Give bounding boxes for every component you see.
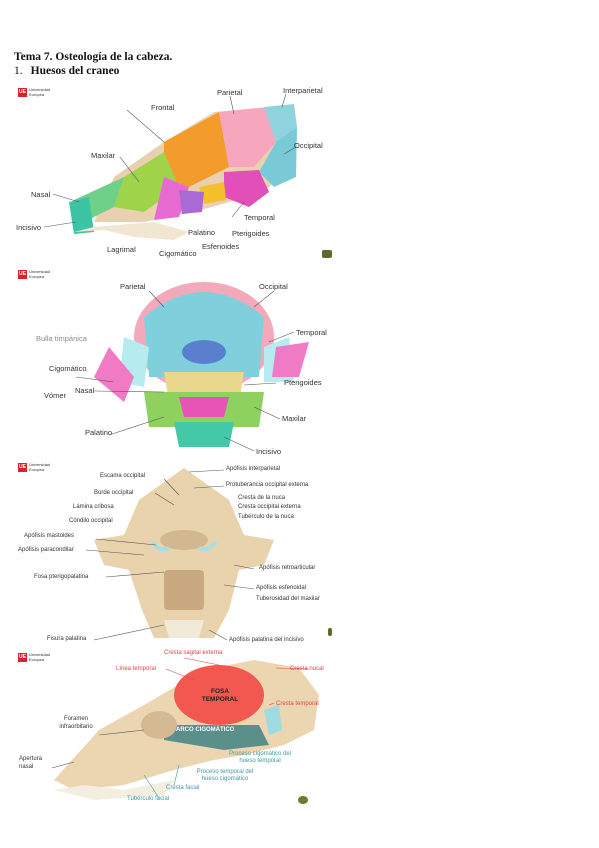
label-occipital: Occipital bbox=[294, 141, 323, 150]
label-interparietal: Interparietal bbox=[283, 86, 323, 95]
label-cigomatico: Cigomático bbox=[159, 249, 197, 258]
label-maxilar: Maxilar bbox=[91, 151, 116, 160]
caudal-skull-illustration bbox=[85, 468, 274, 641]
label-cresta-nuca: Cresta de la nuca bbox=[238, 495, 286, 501]
logo-mark: UE bbox=[18, 463, 27, 472]
label-proceso-cigomatico: Proceso cigomático del hueso temporal bbox=[228, 751, 292, 764]
corner-icon bbox=[328, 628, 332, 636]
label-cresta-facial: Cresta facial bbox=[166, 785, 200, 791]
label-escama-occipital: Escama occipital bbox=[100, 473, 146, 479]
temporal-bone bbox=[224, 170, 269, 207]
section-title: Huesos del craneo bbox=[30, 65, 120, 77]
label-fisura-palatina: Fisura palatina bbox=[47, 636, 87, 642]
label-vomer: Vómer bbox=[44, 391, 67, 400]
label-occipital: Occipital bbox=[259, 282, 288, 291]
label-apertura-nasal: Apertura nasal bbox=[19, 756, 43, 770]
logo-text: Universidad Europea bbox=[29, 269, 51, 279]
university-logo: UE Universidad Europea bbox=[18, 652, 55, 662]
university-logo: UE Universidad Europea bbox=[18, 462, 55, 472]
corner-icon bbox=[298, 796, 308, 804]
label-temporal: Temporal bbox=[296, 328, 327, 337]
label-parietal: Parietal bbox=[120, 282, 146, 291]
zygomatic-bone bbox=[154, 177, 189, 220]
figure-skull-regions: UE Universidad Europea Cresta sagital ex… bbox=[14, 650, 332, 808]
logo-mark: UE bbox=[18, 653, 27, 662]
label-fosa-temporal: FOSA TEMPORAL bbox=[201, 688, 239, 703]
label-cigomatico: Cigomático bbox=[49, 364, 87, 373]
document-title: Tema 7. Osteología de la cabeza. bbox=[14, 51, 173, 63]
label-palatino: Palatino bbox=[188, 228, 216, 237]
label-incisivo: Incisivo bbox=[16, 223, 42, 232]
temporal-fossa bbox=[174, 665, 264, 725]
label-apofisis-interparietal: Apófisis interparietal bbox=[226, 466, 281, 472]
label-pterigoides: Pterigoides bbox=[232, 229, 270, 238]
incisive-bone bbox=[69, 197, 94, 234]
logo-text: Universidad Europea bbox=[29, 462, 51, 472]
label-palatino: Palatino bbox=[85, 428, 113, 437]
skull-caudal bbox=[94, 468, 274, 638]
label-bulla: Bulla timpánica bbox=[36, 334, 87, 343]
university-logo: UE Universidad Europea bbox=[18, 269, 55, 279]
label-temporal: Temporal bbox=[244, 213, 275, 222]
label-fosa-pterigopalatina: Fosa pterigopalatina bbox=[34, 574, 89, 580]
label-frontal: Frontal bbox=[151, 103, 175, 112]
foramen-magnum bbox=[182, 340, 226, 364]
label-lagrimal: Lagrimal bbox=[107, 245, 136, 254]
interparietal-bone bbox=[264, 104, 297, 142]
label-protuberancia-occipital: Protuberancia occipital externa bbox=[226, 482, 309, 488]
occipital-bone bbox=[259, 127, 297, 187]
frontal-bone bbox=[164, 112, 229, 187]
palatine-bone bbox=[179, 190, 204, 214]
zygomatic-arch bbox=[164, 725, 269, 750]
label-maxilar: Maxilar bbox=[282, 414, 307, 423]
palatine-bone bbox=[179, 397, 229, 417]
label-tuberculo-nuca: Tubérculo de la nuca bbox=[238, 514, 294, 520]
figure-ventral-skull: UE Universidad Europea Parietal Occipita… bbox=[14, 267, 332, 457]
label-borde-occipital: Borde occipital bbox=[94, 490, 134, 496]
section-number: 1. bbox=[14, 65, 23, 77]
label-apofisis-mastoides: Apófisis mastoides bbox=[24, 533, 75, 539]
parietal-bone bbox=[219, 107, 276, 167]
lateral-skull-illustration bbox=[43, 93, 297, 240]
skull-regions-illustration bbox=[51, 657, 319, 800]
label-incisivo: Incisivo bbox=[256, 447, 282, 456]
ventral-skull-illustration bbox=[75, 282, 309, 452]
occipital-bone bbox=[144, 292, 264, 377]
label-cresta-sagital: Cresta sagital externa bbox=[164, 650, 223, 656]
logo-text: Universidad Europea bbox=[29, 652, 51, 662]
label-lamina-cribosa: Lámina cribosa bbox=[73, 504, 114, 510]
sphenoid-bone bbox=[199, 182, 226, 204]
corner-icon bbox=[322, 250, 332, 258]
label-apofisis-esfenoidal: Apófisis esfenoidal bbox=[256, 585, 307, 591]
label-apofisis-palatina-incisivo: Apófisis palatina del incisivo bbox=[229, 637, 304, 643]
logo-text: Universidad Europea bbox=[29, 87, 51, 97]
label-condilo-occipital: Cóndilo occipital bbox=[69, 518, 113, 524]
label-tuberculo-facial: Tubérculo facial bbox=[127, 796, 170, 802]
zygomatic-bone bbox=[94, 347, 134, 402]
label-pterigoides: Pterigoides bbox=[284, 378, 322, 387]
label-apofisis-paracondilar: Apófisis paracondilar bbox=[18, 547, 74, 553]
label-nasal: Nasal bbox=[31, 190, 51, 199]
label-esfenoides: Esfenoides bbox=[202, 242, 240, 251]
label-parietal: Parietal bbox=[217, 88, 243, 97]
incisive-bone bbox=[174, 422, 234, 447]
figure-caudal-skull: UE Universidad Europea Escama occipital … bbox=[14, 460, 332, 648]
label-cresta-occipital-externa: Cresta occipital externa bbox=[238, 504, 301, 510]
label-proceso-temporal: Proceso temporal del hueso cigomático bbox=[196, 769, 254, 782]
university-logo: UE Universidad Europea bbox=[18, 87, 55, 97]
section-heading: 1. Huesos del craneo bbox=[14, 65, 119, 77]
label-foramen-infraorbitario: Foramen infraorbitario bbox=[59, 716, 93, 730]
figure-lateral-skull: UE Universidad Europea Frontal Parietal … bbox=[14, 82, 332, 264]
label-apofisis-retroarticular: Apófisis retroarticular bbox=[259, 565, 316, 571]
label-cresta-temporal: Cresta temporal bbox=[276, 701, 319, 707]
label-nasal: Nasal bbox=[75, 386, 95, 395]
label-linea-temporal: Línea temporal bbox=[116, 666, 157, 672]
label-arco-cigomatico: ARCO CIGOMÁTICO bbox=[176, 727, 235, 733]
logo-mark: UE bbox=[18, 88, 27, 97]
label-tuberosidad-maxilar: Tuberosidad del maxilar bbox=[256, 596, 320, 602]
logo-mark: UE bbox=[18, 270, 27, 279]
label-cresta-nucal: Cresta nucal bbox=[290, 666, 324, 672]
